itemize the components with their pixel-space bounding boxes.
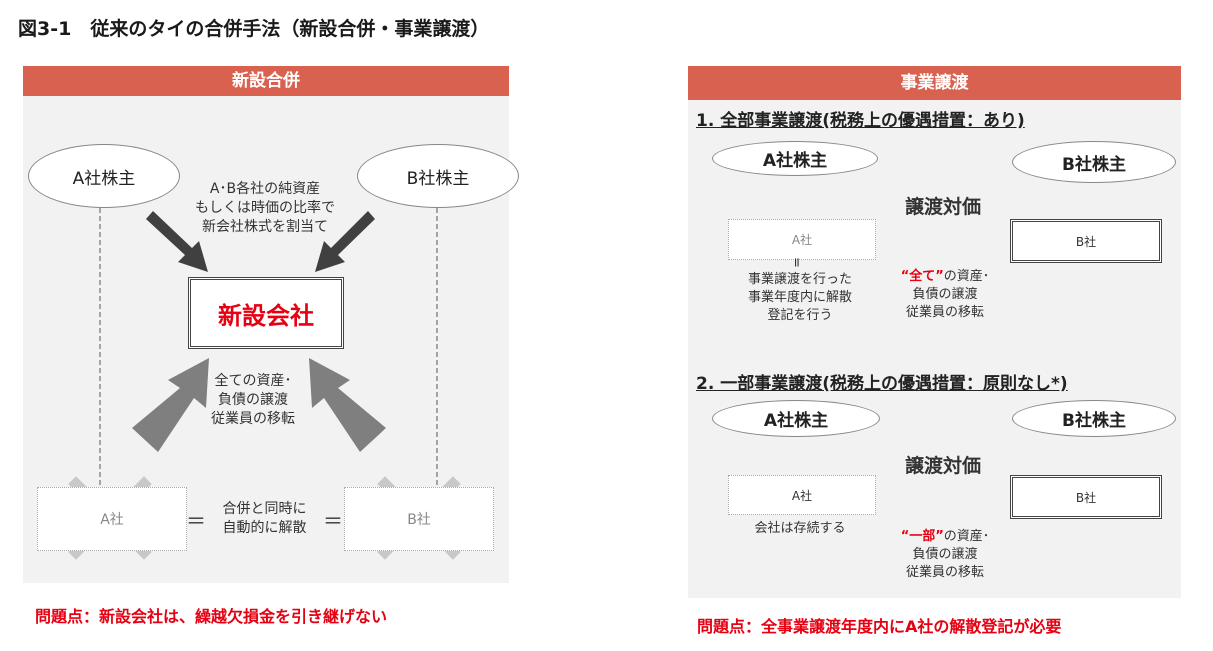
section2-company-a-label: A社 bbox=[791, 488, 813, 503]
shareholder-a-ellipse: A社株主 bbox=[28, 144, 180, 208]
section1-transfer-note: “全て”の資産･ 負債の譲渡 従業員の移転 bbox=[900, 269, 990, 320]
section2-consideration: 譲渡対価 bbox=[904, 455, 981, 477]
equals-right: ＝ bbox=[323, 509, 343, 533]
transfer-note: 全ての資産･ 負債の譲渡 従業員の移転 bbox=[211, 373, 295, 427]
transfer-header: 事業譲渡 bbox=[688, 66, 1181, 100]
section2-transfer-note: “一部”の資産･ 負債の譲渡 従業員の移転 bbox=[900, 529, 990, 580]
section1-company-a-label: A社 bbox=[791, 233, 813, 247]
section1-title: 1. 全部事業譲渡(税務上の優遇措置：あり) bbox=[696, 111, 1025, 131]
merger-header: 新設合併 bbox=[23, 66, 509, 96]
arrow-company-a-up bbox=[132, 358, 209, 452]
merger-problem: 問題点：新設会社は、繰越欠損金を引き継げない bbox=[35, 607, 388, 626]
company-a-label: A社 bbox=[100, 512, 124, 528]
section1-equals: = bbox=[788, 257, 804, 268]
section2-shareholder-a: A社株主 bbox=[712, 400, 880, 437]
section2-title: 2. 一部事業譲渡(税務上の優遇措置：原則なし*) bbox=[696, 374, 1068, 394]
section2-company-b-label: B社 bbox=[1075, 490, 1097, 505]
section1-company-b-label: B社 bbox=[1075, 234, 1097, 249]
new-company-label: 新設会社 bbox=[218, 301, 314, 330]
section2-continue-note: 会社は存続する bbox=[754, 521, 846, 536]
section1-consideration: 譲渡対価 bbox=[904, 196, 981, 218]
company-b-label: B社 bbox=[407, 512, 431, 528]
arrow-b-to-new-company bbox=[315, 211, 375, 272]
section2-company-a-box: A社 bbox=[728, 475, 876, 515]
section1-shareholder-a: A社株主 bbox=[712, 141, 878, 176]
section1-dissolve-note: 事業譲渡を行った 事業年度内に解散 登記を行う bbox=[747, 272, 852, 323]
transfer-problem: 問題点：全事業譲渡年度内にA社の解散登記が必要 bbox=[697, 617, 1062, 636]
company-b-box: B社 bbox=[344, 487, 494, 551]
section1-company-a-box: A社 bbox=[728, 219, 876, 260]
section2-shareholder-b: B社株主 bbox=[1012, 400, 1176, 437]
section1-transfer-emphasis: “全て” bbox=[900, 269, 944, 284]
equals-left: ＝ bbox=[186, 509, 206, 533]
arrow-a-to-new-company bbox=[146, 211, 208, 272]
figure-title: 図3-1 従来のタイの合併手法（新設合併・事業譲渡） bbox=[18, 18, 490, 40]
arrow-company-b-up bbox=[309, 358, 386, 452]
dissolve-note: 合併と同時に 自動的に解散 bbox=[222, 501, 307, 536]
section1-company-b-box: B社 bbox=[1010, 219, 1162, 263]
section2-transfer-emphasis: “一部” bbox=[900, 529, 944, 544]
allocation-note: A･B各社の純資産 もしくは時価の比率で 新会社株式を割当て bbox=[195, 181, 335, 235]
new-company-box: 新設会社 bbox=[188, 277, 344, 349]
section2-company-b-box: B社 bbox=[1010, 475, 1162, 519]
section1-shareholder-b: B社株主 bbox=[1012, 141, 1176, 183]
company-a-box: A社 bbox=[37, 487, 187, 551]
shareholder-b-ellipse: B社株主 bbox=[357, 144, 519, 208]
